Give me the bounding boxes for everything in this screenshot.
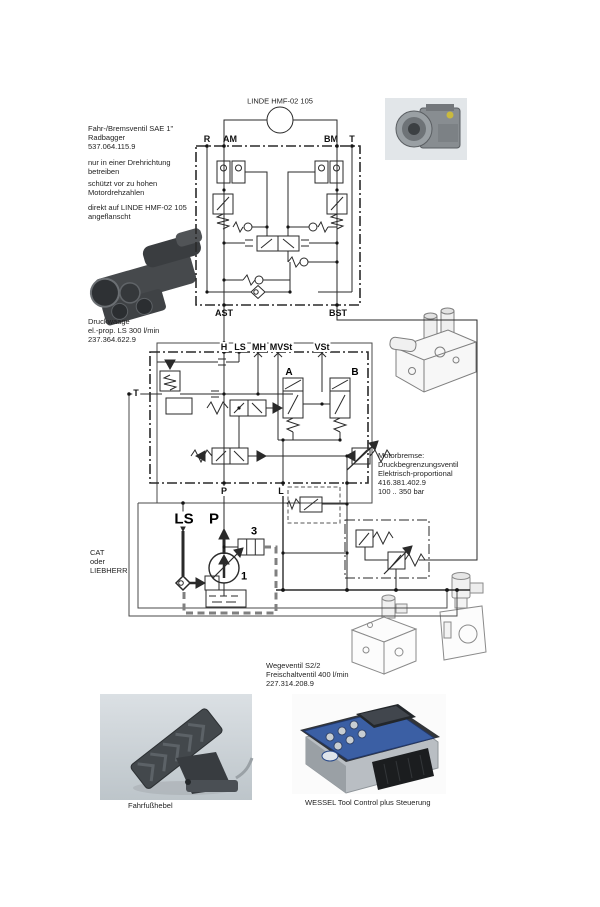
port-label-t-mid: T xyxy=(132,388,140,398)
port-label-l-mid: L xyxy=(277,486,285,496)
note-traeger: CAT oder LIEBHERR xyxy=(90,548,128,575)
port-label-bm: BM xyxy=(324,134,338,144)
note-druckwaage: Druckwaage el.-prop. LS 300 l/min 237.36… xyxy=(88,317,160,344)
port-label-am: AM xyxy=(223,134,237,144)
druckwaage-box xyxy=(129,342,392,504)
junction-dots xyxy=(127,144,459,592)
port-label-t-top: T xyxy=(349,134,355,144)
note-montage: direkt auf LINDE HMF-02 105 angeflanscht xyxy=(88,203,187,221)
port-label-mh: MH xyxy=(251,342,267,352)
pedal-photo xyxy=(100,694,254,800)
filter-number-label: 3 xyxy=(249,525,259,538)
bremsventil-block-drawing xyxy=(389,307,477,393)
port-label-h: H xyxy=(219,342,229,352)
linde-motor-label: LINDE HMF-02 105 xyxy=(247,96,313,106)
port-label-ast: AST xyxy=(215,308,233,318)
controller-caption: WESSEL Tool Control plus Steuerung xyxy=(305,798,431,807)
tank-symbol xyxy=(205,589,247,608)
note-fahr-bremsventil: Fahr-/Bremsventil SAE 1" Radbagger 537.0… xyxy=(88,124,174,151)
port-label-bst: BST xyxy=(329,308,347,318)
port-label-p-mid: P xyxy=(219,486,229,496)
return-lines xyxy=(128,394,458,617)
p-bold-label: P xyxy=(206,510,222,528)
note-motorbremse: Motorbremse: Druckbegrenzungsventil Elek… xyxy=(378,451,459,496)
motor-photo xyxy=(385,98,467,160)
port-label-vst: VSt xyxy=(313,342,331,352)
ls-bold-label: LS xyxy=(172,510,196,528)
fahr-bremsventil-box xyxy=(195,106,361,306)
freischaltventil-drawing xyxy=(439,572,487,661)
port-label-ls-mid: LS xyxy=(233,342,247,352)
valve-b-label: B xyxy=(351,367,359,378)
valve-a-label: A xyxy=(285,367,293,378)
note-schutz: schützt vor zu hohen Motordrehzahlen xyxy=(88,179,158,197)
pump-number-label: 1 xyxy=(239,570,249,583)
note-wegeventil: Wegeventil S2/2 Freischaltventil 400 l/m… xyxy=(266,661,349,688)
hydraulic-motor-symbol xyxy=(266,106,294,134)
note-drehrichtung: nur in einer Drehrichtung betreiben xyxy=(88,158,171,176)
lower-lines xyxy=(276,483,470,591)
port-label-r: R xyxy=(203,134,211,144)
port-label-mvst: MVSt xyxy=(268,342,294,352)
druckwaage-photo xyxy=(89,228,203,326)
wegeventil-drawing xyxy=(350,594,418,675)
controller-photo xyxy=(292,694,446,794)
motorbremse-box xyxy=(344,519,430,590)
pedal-caption: Fahrfußhebel xyxy=(128,801,173,810)
